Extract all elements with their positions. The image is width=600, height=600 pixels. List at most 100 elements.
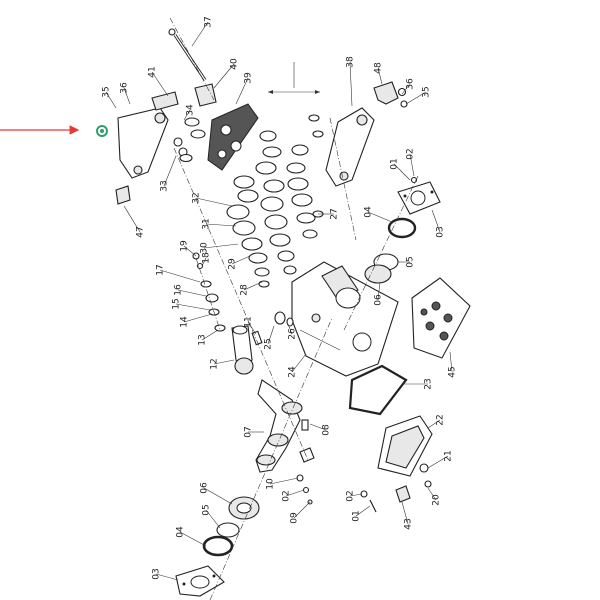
callout-leader xyxy=(427,487,437,501)
callout-number: 06 xyxy=(200,482,210,494)
callout-number: 36 xyxy=(406,78,416,90)
callout-number: 02 xyxy=(406,148,416,159)
callout-number: 05 xyxy=(202,504,212,515)
callout-leader xyxy=(183,109,191,121)
small-valve-2 xyxy=(312,130,324,138)
seal-rings-right xyxy=(286,144,324,239)
callout-leader xyxy=(235,77,249,105)
callout-number: 01 xyxy=(352,510,362,521)
oring-top xyxy=(387,217,417,239)
crankshaft xyxy=(255,379,303,473)
callout-number: 12 xyxy=(210,358,220,369)
callout-number: 09 xyxy=(290,512,300,524)
callout-number: 23 xyxy=(424,378,434,389)
callout-leader xyxy=(287,323,293,335)
callout-leader xyxy=(205,509,221,529)
seal-block xyxy=(207,103,259,171)
callout-leader xyxy=(205,223,237,227)
callout-leader xyxy=(285,489,305,497)
callout-number: 19 xyxy=(180,240,190,252)
callout-leader xyxy=(293,501,311,519)
callout-number: 24 xyxy=(288,366,298,378)
valve-cover xyxy=(194,83,217,107)
callout-leader xyxy=(123,87,131,105)
callout-leader xyxy=(377,281,381,301)
oil-seal-bottom xyxy=(216,522,240,538)
callout-number: 03 xyxy=(152,568,162,579)
callout-number: 01 xyxy=(390,158,400,169)
callout-leader xyxy=(183,245,197,257)
callout-number: 17 xyxy=(156,264,166,275)
callout-number: 04 xyxy=(364,206,374,218)
dimension-line xyxy=(268,62,320,94)
callout-leader xyxy=(201,257,207,267)
callout-number: 38 xyxy=(346,56,356,68)
callout-number: 10 xyxy=(266,478,276,490)
callout-number: 47 xyxy=(136,226,146,237)
rear-gasket xyxy=(348,364,408,416)
callout-leader xyxy=(159,269,201,283)
highlighted-part-core xyxy=(100,129,104,133)
callout-number: 07 xyxy=(244,426,254,437)
callout-number: 20 xyxy=(432,494,442,506)
small-valve xyxy=(308,114,320,122)
callout-number: 37 xyxy=(204,16,214,27)
callout-number: 45 xyxy=(448,366,458,377)
callout-leader xyxy=(203,243,239,249)
callout-labels: 3741363540393433473848363502010304050645… xyxy=(102,16,458,579)
callout-number: 41 xyxy=(148,66,158,77)
callout-number: 43 xyxy=(404,518,414,529)
bearing-flange-bottom xyxy=(175,565,225,597)
callout-leader xyxy=(203,487,233,505)
callout-leader xyxy=(231,255,251,265)
callout-number: 31 xyxy=(202,218,212,229)
callout-leader xyxy=(401,83,411,95)
rear-cover xyxy=(377,415,433,477)
callout-number: 30 xyxy=(200,242,210,254)
bearing-bottom-bore xyxy=(236,502,252,514)
callout-leader xyxy=(105,91,117,109)
callout-leader xyxy=(377,67,383,85)
left-plugs xyxy=(115,137,188,205)
callout-number: 05 xyxy=(406,256,416,267)
callout-number: 08 xyxy=(322,424,332,436)
callout-number: 40 xyxy=(230,58,240,70)
callout-number: 29 xyxy=(228,258,238,270)
callout-number: 27 xyxy=(330,208,340,219)
callout-number: 18 xyxy=(202,252,212,264)
callout-leader xyxy=(367,211,393,223)
callout-number: 03 xyxy=(436,226,446,237)
oring-bottom xyxy=(202,535,234,557)
callout-number: 13 xyxy=(198,334,208,345)
drain-washer xyxy=(424,480,432,488)
cover-plate xyxy=(411,277,471,359)
callout-number: 11 xyxy=(244,316,254,327)
callout-number: 15 xyxy=(172,298,182,309)
callout-leader xyxy=(123,205,141,233)
highlighted-part-marker xyxy=(96,125,108,137)
callout-leader xyxy=(151,71,169,97)
callout-leader xyxy=(269,477,299,485)
connecting-rod xyxy=(231,325,254,375)
right-manifold xyxy=(325,107,375,187)
callout-number: 22 xyxy=(436,414,446,425)
callout-number: 14 xyxy=(180,316,190,328)
callout-leader xyxy=(175,303,211,311)
half-ring xyxy=(299,447,315,463)
callout-leader xyxy=(163,155,177,187)
washer-02 xyxy=(302,486,310,494)
callout-number: 26 xyxy=(288,328,298,340)
left-manifold xyxy=(117,91,179,179)
callout-leader xyxy=(427,419,441,429)
callout-number: 25 xyxy=(264,338,274,349)
callout-leader xyxy=(183,313,213,323)
dipstick xyxy=(395,485,411,503)
crankcase-plug xyxy=(311,313,321,323)
callout-leader xyxy=(155,573,179,581)
sight-glass xyxy=(274,311,294,327)
crankcase xyxy=(291,261,399,377)
callout-leader xyxy=(201,329,219,341)
callout-leader xyxy=(349,61,353,107)
callout-number: 06 xyxy=(374,294,384,306)
